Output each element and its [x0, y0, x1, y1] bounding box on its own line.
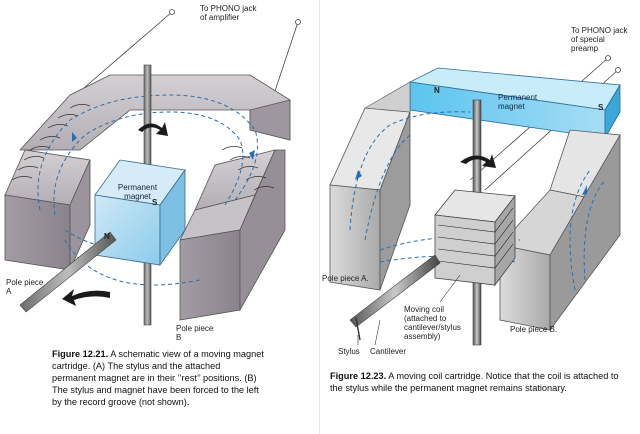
figure-divider — [319, 0, 320, 434]
moving-coil-label: Moving coil (attached to cantilever/styl… — [404, 305, 461, 341]
pole-piece-b — [499, 129, 621, 332]
cantilever-rod — [19, 231, 117, 313]
figure-12-21-caption: Figure 12.21. A schematic view of a movi… — [52, 348, 266, 408]
pole-piece-a — [329, 81, 411, 291]
deflection-arrow-icon — [62, 289, 110, 306]
field-arrow-icon — [249, 150, 255, 160]
permanent-magnet — [94, 159, 186, 267]
moving-coil-diagram — [329, 55, 621, 346]
pole-piece-a-label: Pole piece A — [6, 278, 44, 296]
pole-piece-b-label: Pole piece B — [176, 324, 214, 342]
stylus-label: Stylus — [338, 347, 360, 356]
caption-number: Figure 12.23. — [330, 371, 387, 381]
rotation-arrow-icon — [460, 154, 496, 168]
pole-frame — [4, 74, 291, 321]
south-pole-label: S — [152, 198, 158, 207]
figure-12-21-panel: To PHONO jack of amplifier Permanent mag… — [4, 4, 301, 408]
pole-piece-b-label: Pole piece B. — [510, 325, 558, 334]
field-arrow-icon — [582, 185, 587, 195]
south-pole-label: S — [598, 103, 604, 112]
phono-jack-label: To PHONO jack of amplifier — [200, 4, 257, 22]
figure-12-23-caption: Figure 12.23. A moving coil cartridge. N… — [330, 370, 630, 394]
moving-magnet-diagram — [4, 9, 301, 326]
permanent-magnet — [408, 67, 621, 140]
cantilever-label: Cantilever — [370, 347, 407, 356]
coil-windings — [11, 104, 275, 191]
figure-12-23-panel: To PHONO jack of special preamp Permanen… — [320, 0, 640, 434]
field-arrow-icon — [72, 132, 77, 142]
caption-text: A schematic view of a moving magnet cart… — [52, 349, 264, 407]
label-leader-lines — [357, 274, 461, 346]
pole-piece-a-label: Pole piece A. — [322, 274, 369, 283]
permanent-magnet-label: Permanent magnet — [498, 93, 538, 111]
cantilever-rod — [349, 254, 441, 328]
phono-lead-wires — [69, 9, 301, 131]
moving-coil — [434, 189, 516, 287]
field-arrow-icon — [355, 170, 362, 180]
caption-number: Figure 12.21. — [52, 349, 109, 359]
phono-jack-label: To PHONO jack of special preamp — [571, 26, 628, 53]
north-pole-label: N — [104, 232, 110, 241]
stylus-tip — [355, 317, 361, 341]
permanent-magnet-label: Permanent magnet — [117, 183, 158, 201]
north-pole-label: N — [434, 86, 440, 95]
rotation-arrow-icon — [138, 122, 168, 136]
caption-text: A moving coil cartridge. Notice that the… — [330, 371, 619, 393]
